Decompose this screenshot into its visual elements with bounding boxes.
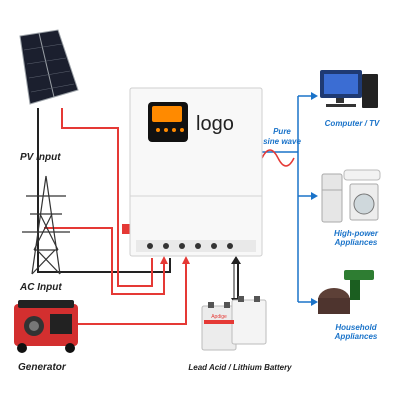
inverter-logo-text: logo [196,113,234,135]
transmission-tower-icon [22,175,70,275]
fridge-icon [321,173,343,223]
load-label-highpower-1: High-power [334,229,379,238]
drill-icon [344,270,374,300]
sine-wave [261,149,295,167]
computer-icon [320,70,378,108]
rice-cooker-icon [318,288,350,314]
washing-machine-icon [349,183,379,221]
air-conditioner-icon [343,169,381,181]
pv-wire-black [37,108,171,273]
load-label-household-1: Household [335,323,377,332]
pv-wire-red [61,108,153,287]
generator-icon [14,300,78,353]
battery-icon: Apdige [201,296,267,351]
generator-wire-red [78,262,187,325]
battery-label: Lead Acid / Lithium Battery [188,363,292,372]
arrow-up-2 [182,256,190,264]
load-label-computer: Computer / TV [325,119,380,128]
ac-input-label: AC Input [19,282,62,293]
load-label-highpower-2: Appliances [334,238,378,247]
arrow-up-1 [160,256,168,264]
solar-panel-icon [19,29,79,105]
input-wires [37,108,241,325]
wave-label-line1: Pure [273,127,291,136]
ac-wire-red [44,227,165,295]
generator-label: Generator [18,362,67,373]
wave-label-line2: sine wave [263,137,301,146]
load-label-household-2: Appliances [334,332,378,341]
battery-brand: Apdige [211,314,227,320]
ac-plug [122,224,130,234]
pv-input-label: PV Input [20,152,61,163]
inverter-unit: logo [129,87,263,257]
output-lines [260,92,318,306]
